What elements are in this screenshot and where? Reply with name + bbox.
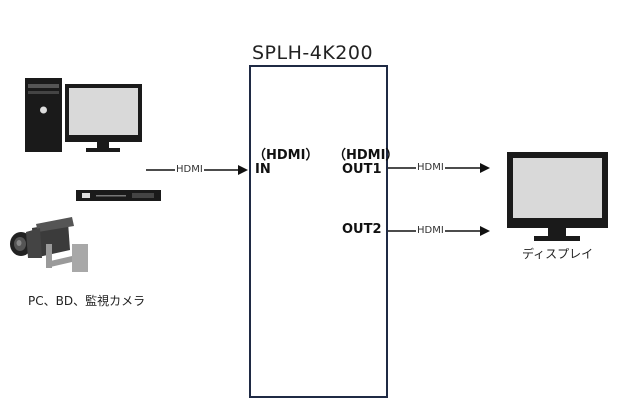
out1-cable-label: HDMI (416, 162, 445, 173)
device-title: SPLH-4K200 (252, 42, 374, 64)
security-camera-icon (10, 217, 88, 272)
out1-port-label: OUT1 (342, 162, 382, 177)
sources-caption: PC、BD、監視カメラ (28, 294, 146, 308)
input-port-type: （HDMI） (253, 148, 319, 163)
out2-port-label: OUT2 (342, 222, 382, 237)
in-cable-label: HDMI (175, 164, 204, 175)
out2-cable-label: HDMI (416, 225, 445, 236)
bd-player-icon (76, 190, 161, 201)
input-port-label: IN (255, 162, 271, 177)
monitor-icon (507, 152, 608, 241)
out1-port-type: （HDMI） (333, 148, 399, 163)
desktop-pc-icon (25, 78, 142, 152)
splitter-box (249, 65, 388, 398)
display-caption: ディスプレイ (522, 247, 594, 261)
